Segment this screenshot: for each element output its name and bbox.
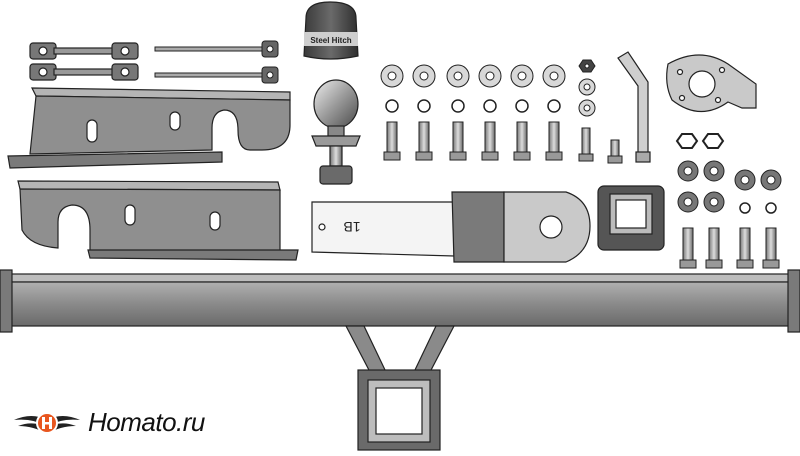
right-hardware-set bbox=[675, 133, 782, 269]
brand-logo: Homato.ru bbox=[12, 404, 205, 440]
tie-rod-2 bbox=[154, 66, 279, 84]
lock-washer-row bbox=[385, 99, 561, 113]
socket-mounting-plate bbox=[666, 54, 757, 113]
tie-rod-1 bbox=[154, 40, 279, 58]
cap-label: Steel Hitch bbox=[310, 36, 351, 45]
link-plate-1 bbox=[29, 42, 139, 60]
hitch-pin bbox=[617, 51, 651, 163]
shank-label: 1B bbox=[343, 219, 360, 235]
receiver-collar bbox=[597, 185, 665, 251]
side-bracket-lower bbox=[17, 180, 299, 261]
center-receiver bbox=[345, 325, 455, 451]
ball-mount-shank: 1B bbox=[311, 191, 591, 263]
bolt-row bbox=[383, 121, 563, 161]
small-hardware-column bbox=[578, 59, 623, 164]
side-bracket-upper bbox=[7, 87, 291, 169]
tow-ball bbox=[311, 79, 361, 185]
washer-row-1 bbox=[380, 64, 566, 88]
main-crossbar bbox=[0, 269, 800, 333]
winged-logo-icon bbox=[14, 412, 80, 434]
brand-logo-text: Homato.ru bbox=[88, 406, 205, 437]
ball-cover-cap: Steel Hitch bbox=[303, 1, 359, 60]
link-plate-2 bbox=[29, 63, 139, 81]
